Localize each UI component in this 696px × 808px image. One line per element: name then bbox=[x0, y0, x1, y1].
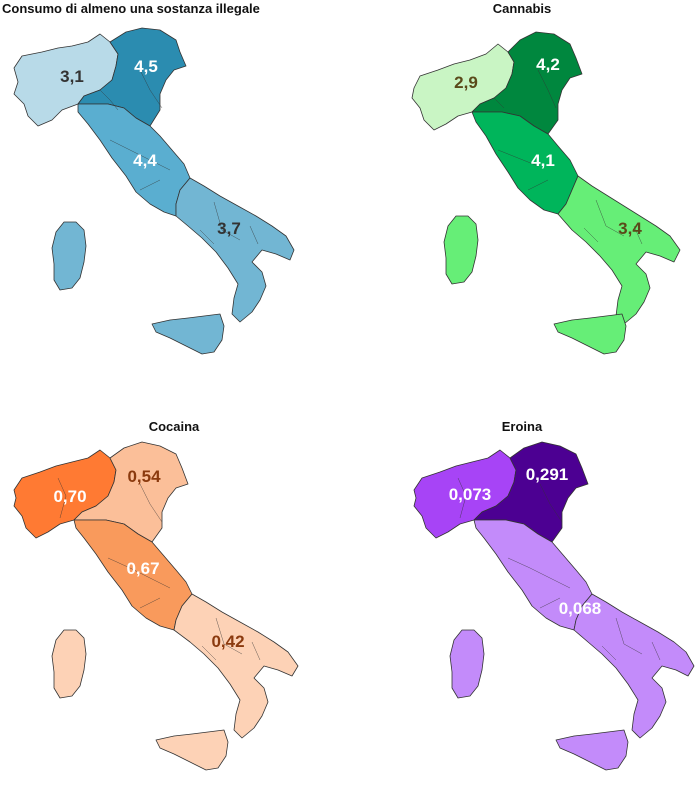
italy-map: 2,9 4,2 4,1 3,4 bbox=[411, 31, 681, 355]
label-south: 3,4 bbox=[618, 219, 642, 238]
region-south bbox=[573, 593, 695, 739]
label-center: 0,67 bbox=[126, 559, 159, 578]
label-northwest: 2,9 bbox=[454, 73, 478, 92]
region-south bbox=[175, 177, 295, 323]
region-sardinia bbox=[449, 629, 485, 699]
region-sicily bbox=[151, 313, 225, 355]
label-south: 0,42 bbox=[211, 632, 244, 651]
region-south bbox=[173, 593, 299, 739]
italy-map: 0,073 0,291 0,068 bbox=[413, 441, 695, 771]
label-northwest: 0,70 bbox=[53, 487, 86, 506]
region-center bbox=[471, 111, 579, 215]
label-center: 4,1 bbox=[531, 151, 555, 170]
region-sardinia bbox=[443, 215, 479, 285]
regional-borders bbox=[493, 69, 643, 245]
panel-title: Consumo di almeno una sostanza illegale bbox=[2, 1, 260, 16]
regional-borders bbox=[457, 477, 661, 661]
panel-title: Eroina bbox=[501, 419, 543, 434]
panel-title: Cocaina bbox=[148, 419, 200, 434]
map-panel-cannabis: 2,9 4,2 4,1 3,4 Cannabis bbox=[348, 0, 696, 390]
region-sardinia bbox=[51, 221, 87, 291]
region-sardinia bbox=[51, 629, 87, 699]
region-sicily bbox=[555, 729, 629, 771]
panel-title: Cannabis bbox=[492, 1, 552, 16]
label-northeast: 0,291 bbox=[526, 465, 569, 484]
map-panel-heroin: 0,073 0,291 0,068 Eroina bbox=[348, 418, 696, 808]
label-northwest: 0,073 bbox=[449, 485, 492, 504]
label-center: 4,4 bbox=[133, 151, 157, 170]
region-sicily bbox=[553, 313, 627, 355]
italy-map: 3,1 4,5 4,4 3,7 bbox=[13, 27, 295, 355]
regional-borders bbox=[57, 477, 261, 661]
region-sicily bbox=[155, 729, 229, 771]
label-northeast: 0,54 bbox=[127, 467, 161, 486]
label-northeast: 4,2 bbox=[536, 55, 560, 74]
map-panel-any-substance: 3,1 4,5 4,4 3,7 Consumo di almeno una so… bbox=[0, 0, 348, 390]
regional-borders bbox=[99, 69, 259, 245]
label-south: 3,7 bbox=[217, 219, 241, 238]
map-panel-cocaine: 0,70 0,54 0,67 0,42 Cocaina bbox=[0, 418, 348, 808]
label-northeast: 4,5 bbox=[134, 57, 158, 76]
region-south bbox=[557, 175, 681, 325]
label-center: 0,068 bbox=[559, 599, 602, 618]
label-northwest: 3,1 bbox=[60, 67, 84, 86]
italy-map: 0,70 0,54 0,67 0,42 bbox=[13, 441, 299, 771]
